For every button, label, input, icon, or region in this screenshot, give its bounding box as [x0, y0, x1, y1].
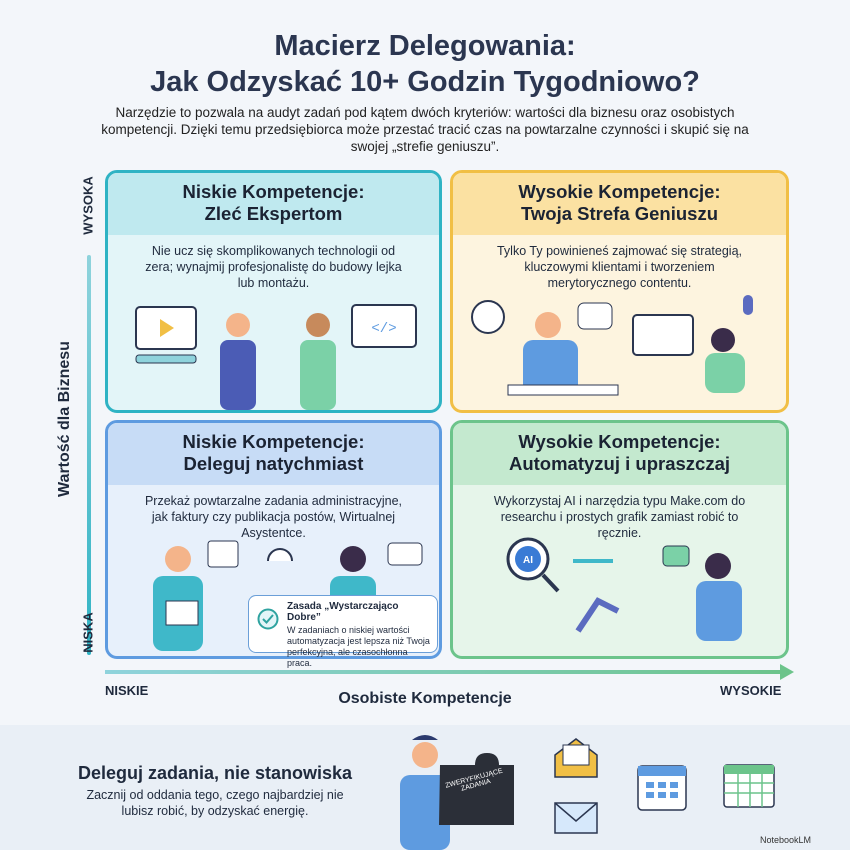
open-envelope-icon — [554, 738, 598, 778]
strategy-illustration — [471, 295, 753, 396]
page-title: Macierz Delegowania: Jak Odzyskać 10+ Go… — [0, 28, 850, 100]
quadrant-outsource: Niskie Kompetencje:Zleć Ekspertom Nie uc… — [105, 170, 442, 413]
checkmark-circle-icon — [257, 608, 279, 630]
quadrant-title: Wysokie Kompetencje: — [518, 181, 721, 202]
quadrant-subtitle: Twoja Strefa Geniuszu — [520, 203, 719, 224]
good-enough-rule-callout: Zasada „Wystarczająco Dobre” W zadaniach… — [248, 595, 438, 668]
quadrant-text: Tylko Ty powinieneś zajmować się strateg… — [496, 244, 743, 290]
compass-icon — [471, 300, 505, 334]
y-axis-line — [87, 255, 91, 655]
quadrant-title: Niskie Kompetencje: — [182, 431, 365, 452]
footer-title: Deleguj zadania, nie stanowiska — [77, 763, 353, 783]
footer-text: Zacznij od oddania tego, czego najbardzi… — [86, 788, 344, 818]
y-axis-label: Wartość dla Biznesu — [56, 341, 73, 497]
robot-arm-icon — [575, 597, 620, 633]
person-icon — [306, 313, 330, 337]
papers-icon — [165, 600, 199, 626]
chat-icon — [662, 545, 690, 567]
rule-title: Zasada „Wystarczająco Dobre” — [287, 601, 399, 623]
chess-bubble-icon — [577, 302, 613, 330]
cloud-upload-icon — [267, 548, 293, 562]
quadrant-header: Niskie Kompetencje:Zleć Ekspertom — [108, 173, 439, 235]
notebooklm-watermark: NotebookLM — [760, 835, 812, 845]
video-call-icon — [632, 314, 694, 356]
quadrant-header: Wysokie Kompetencje:Twoja Strefa Geniusz… — [453, 173, 786, 235]
keyboard-bubble-icon — [387, 542, 423, 566]
title-line-1: Macierz Delegowania: — [274, 30, 576, 62]
automation-illustration: AI — [506, 537, 742, 641]
chessboard-icon — [507, 384, 619, 396]
image-icon — [207, 540, 239, 568]
x-axis-low-label: NISKIE — [105, 683, 149, 698]
puzzle-piece-icon — [439, 753, 514, 825]
quadrant-header: Wysokie Kompetencje:Automatyzuj i uprasz… — [453, 423, 786, 485]
x-axis-label: Osobiste Kompetencje — [338, 690, 512, 707]
quadrant-text: Nie ucz się skomplikowanych technologii … — [145, 244, 402, 290]
svg-text:</>: </> — [371, 321, 396, 337]
rule-text: W zadaniach o niskiej wartości automatyz… — [287, 625, 430, 668]
handshake-illustration: </> — [135, 304, 417, 410]
code-icon — [351, 304, 417, 348]
quadrant-delegate: Niskie Kompetencje:Deleguj natychmiast P… — [105, 420, 442, 659]
title-line-2: Jak Odzyskać 10+ Godzin Tygodniowo? — [150, 66, 700, 98]
quadrant-title: Niskie Kompetencje: — [182, 181, 365, 202]
envelope-icon — [554, 802, 598, 834]
person-puzzle-illustration — [400, 735, 514, 850]
x-axis-high-label: WYSOKIE — [720, 683, 782, 698]
y-axis-low-label: NISKA — [80, 612, 96, 653]
quadrant-subtitle: Zleć Ekspertom — [204, 203, 343, 224]
x-axis-line — [105, 670, 785, 674]
quadrant-title: Wysokie Kompetencje: — [518, 431, 721, 452]
y-axis-high-label: WYSOKA — [80, 176, 96, 235]
quadrant-genius-zone: Wysokie Kompetencje:Twoja Strefa Geniusz… — [450, 170, 789, 413]
person-icon — [226, 313, 250, 337]
quadrant-text: Przekaż powtarzalne zadania administracy… — [144, 494, 403, 540]
footer-band: Deleguj zadania, nie stanowiska Zacznij … — [0, 725, 850, 850]
calendar-icon — [637, 765, 687, 811]
microphone-icon — [743, 295, 753, 315]
description: Narzędzie to pozwala na audyt zadań pod … — [101, 105, 749, 154]
x-axis-arrow-icon — [780, 664, 794, 680]
quadrant-automate: Wysokie Kompetencje:Automatyzuj i uprasz… — [450, 420, 789, 659]
quadrant-header: Niskie Kompetencje:Deleguj natychmiast — [108, 423, 439, 485]
quadrant-subtitle: Automatyzuj i upraszczaj — [508, 453, 730, 474]
spreadsheet-icon — [723, 764, 775, 808]
ai-badge: AI — [523, 555, 533, 566]
quadrant-subtitle: Deleguj natychmiast — [183, 453, 364, 474]
quadrant-text: Wykorzystaj AI i narzędzia typu Make.com… — [493, 494, 746, 540]
